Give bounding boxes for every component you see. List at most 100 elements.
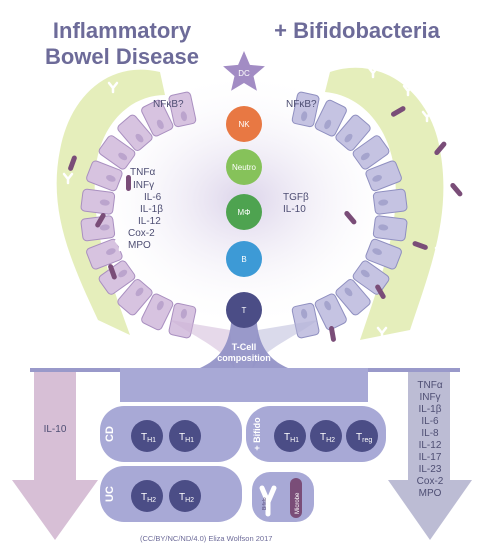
group-tcell: TH1	[169, 420, 201, 452]
epithelial-cell	[141, 293, 174, 331]
epithelial-cell	[117, 114, 153, 151]
epithelium-right	[291, 91, 408, 339]
immune-cell-t-label: T	[242, 306, 247, 315]
microbe-rod	[108, 264, 117, 280]
cell-nucleus	[180, 308, 187, 319]
group-tcell: Treg	[346, 420, 378, 452]
title-left-line1: Inflammatory	[53, 18, 192, 43]
microbes	[62, 57, 463, 363]
immune-cell-neutro: Neutro	[226, 149, 262, 185]
tcell-type-label: TH1	[284, 432, 299, 444]
bifido-microbe	[402, 84, 414, 97]
arrow-right-label: MPO	[419, 488, 442, 499]
microbe-rod	[329, 325, 336, 342]
cell-nucleus	[135, 287, 144, 297]
epithelial-cell	[365, 238, 402, 270]
immune-cell-mphi: MΦ	[226, 194, 262, 230]
microbe-rod	[412, 241, 428, 250]
cell-nucleus	[301, 111, 308, 122]
cell-nucleus	[156, 119, 164, 130]
cytokine-right: IL-10	[283, 204, 306, 215]
immune-cell-nk-label: NK	[238, 120, 250, 129]
epithelial-cell	[80, 215, 116, 242]
cell-nucleus	[360, 152, 370, 161]
tcell-type-label: TH1	[141, 432, 156, 444]
cytokine-left: IL-6	[144, 192, 162, 203]
bifido-microbe	[284, 61, 296, 74]
group-uc-label: UC	[104, 486, 116, 502]
epithelial-cell	[372, 215, 408, 242]
cell-nucleus	[99, 224, 110, 231]
cell-nucleus	[378, 199, 389, 206]
epithelial-cell	[80, 188, 116, 215]
tcell-type-label: TH2	[320, 432, 335, 444]
arrow-right-labels: TNFαINFγIL-1βIL-6IL-8IL-12IL-17IL-23Cox-…	[417, 380, 444, 499]
group-tcell: TH2	[169, 480, 201, 512]
cytokine-left: MPO	[128, 240, 151, 251]
arrow-right-label: IL-1β	[419, 404, 442, 415]
cell-nucleus	[180, 111, 187, 122]
microbe-rod	[390, 106, 406, 117]
microbe-rod	[344, 210, 357, 225]
cell-nucleus	[360, 269, 370, 278]
immune-cell-dc: DC	[223, 51, 265, 91]
immune-cell-neutro-label: Neutro	[232, 163, 257, 172]
group-tcell: TH2	[131, 480, 163, 512]
epithelial-cell	[352, 135, 390, 170]
epithelial-cell	[365, 160, 402, 192]
microbe-rod	[375, 284, 386, 300]
cell-nucleus	[344, 287, 353, 297]
arrow-right-label: TNFα	[417, 380, 442, 391]
bifido-microbe	[310, 339, 322, 352]
bifido-microbe	[322, 57, 334, 70]
microbe-rod	[434, 141, 447, 156]
cytokine-list-left: TNFα INFγ IL-6 IL-1β IL-12 Cox-2 MPO	[128, 167, 163, 251]
bifido-microbe	[114, 239, 126, 252]
bifido-microbe	[442, 134, 454, 147]
microbe-rod	[68, 155, 77, 171]
cell-nucleus	[99, 199, 110, 206]
legend-microbe-label: Microbe	[295, 492, 301, 514]
immune-cell-b: B	[226, 241, 262, 277]
legend-box	[252, 472, 314, 522]
cell-nucleus	[372, 175, 382, 182]
bifido-microbe	[376, 326, 388, 339]
group-cd-label: CD	[104, 426, 116, 442]
cytokine-left: INFγ	[133, 180, 154, 191]
bifido-microbe	[434, 246, 446, 259]
epithelial-cell	[314, 293, 347, 331]
mucus-layer-left	[56, 69, 165, 336]
cell-nucleus	[324, 300, 332, 311]
nfkb-left: NFκB?	[153, 99, 184, 110]
epithelial-cell	[86, 160, 123, 192]
cell-nucleus	[106, 248, 116, 255]
epithelial-cell	[98, 135, 136, 170]
arrow-left-label: IL-10	[44, 424, 67, 435]
tcell-type-label: TH1	[179, 432, 194, 444]
title-right: + Bifidobacteria	[274, 18, 440, 43]
crypt-right	[252, 320, 318, 370]
tcell-composition-line1: T-Cell	[232, 342, 257, 352]
bifido-microbe	[421, 110, 433, 123]
cytokine-left: IL-1β	[140, 204, 163, 215]
mucus-layer-right	[325, 67, 444, 340]
epithelial-cell	[291, 91, 320, 128]
cell-nucleus	[324, 119, 332, 130]
cell-nucleus	[156, 300, 164, 311]
tcell-composition-line2: composition	[217, 353, 271, 363]
arrow-down-left	[12, 372, 98, 540]
cell-nucleus	[135, 133, 144, 143]
bifido-microbe	[107, 81, 119, 94]
group-bifido-label: + Bifido	[252, 417, 262, 451]
arrow-right-label: IL-23	[419, 464, 442, 475]
arrow-right-label: Cox-2	[417, 476, 444, 487]
microbe-rod	[126, 175, 131, 191]
tcell-type-label: Treg	[356, 432, 372, 444]
bifido-legend-icon	[259, 485, 277, 517]
arrow-down-right	[388, 372, 472, 540]
cell-nucleus	[118, 269, 128, 278]
cytokine-left: IL-12	[138, 216, 161, 227]
